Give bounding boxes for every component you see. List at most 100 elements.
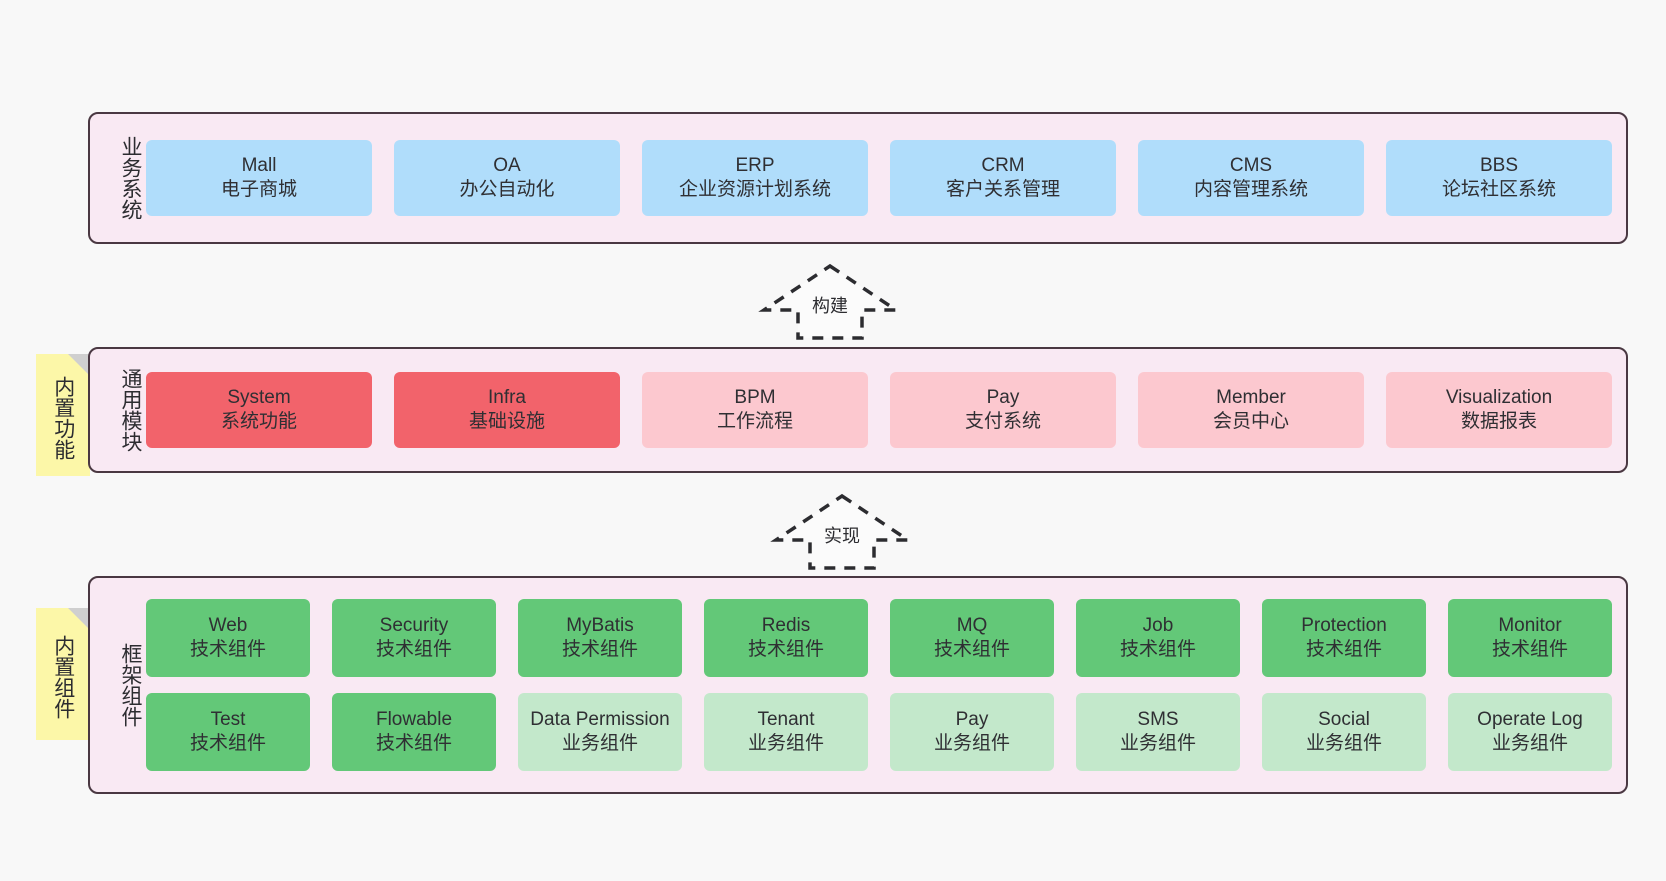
card-subtitle: 技术组件 [561,639,638,660]
card-subtitle: 会员中心 [1212,411,1289,432]
card-row: System 系统功能 Infra 基础设施 BPM 工作流程 Pay 支付系统… [146,372,1612,448]
card-title: Protection [1301,614,1387,636]
layer-title-business-systems: 业务系统 [119,136,142,220]
card-pay-business[interactable]: Pay 业务组件 [890,693,1054,771]
sticky-note-label: 内置功能 [51,376,75,460]
card-title: MQ [956,614,988,636]
card-subtitle: 系统功能 [220,411,297,432]
card-title: Infra [487,386,527,408]
card-tenant[interactable]: Tenant 业务组件 [704,693,868,771]
card-title: Visualization [1445,386,1553,408]
card-subtitle: 技术组件 [189,733,266,754]
card-web[interactable]: Web 技术组件 [146,599,310,677]
card-oa[interactable]: OA 办公自动化 [394,140,620,216]
card-grid-business-systems: Mall 电子商城 OA 办公自动化 ERP 企业资源计划系统 CRM 客户关系… [142,114,1626,242]
card-sms[interactable]: SMS 业务组件 [1076,693,1240,771]
card-visualization[interactable]: Visualization 数据报表 [1386,372,1612,448]
card-social[interactable]: Social 业务组件 [1262,693,1426,771]
card-title: BBS [1479,154,1519,176]
card-title: Mall [241,154,277,176]
card-mall[interactable]: Mall 电子商城 [146,140,372,216]
card-subtitle: 数据报表 [1460,411,1537,432]
card-redis[interactable]: Redis 技术组件 [704,599,868,677]
card-title: SMS [1137,708,1179,730]
folded-corner-icon [68,354,90,376]
card-title: Tenant [757,708,815,730]
card-title: ERP [735,154,775,176]
connector-label-implement: 实现 [824,526,860,546]
layer-title-framework-components: 框架组件 [119,643,142,727]
hollow-arrow-up-icon [758,263,902,340]
card-subtitle: 技术组件 [189,639,266,660]
card-member[interactable]: Member 会员中心 [1138,372,1364,448]
card-subtitle: 业务组件 [1305,733,1382,754]
card-title: Data Permission [530,708,670,730]
connector-arrow-build: 构建 [758,262,902,340]
card-subtitle: 支付系统 [964,411,1041,432]
sticky-note-label: 内置组件 [51,635,75,719]
card-title: Redis [761,614,811,636]
card-title: Operate Log [1477,708,1583,730]
card-mybatis[interactable]: MyBatis 技术组件 [518,599,682,677]
card-title: Test [210,708,246,730]
layer-common-modules: 通用模块 System 系统功能 Infra 基础设施 BPM 工作流程 Pay… [88,347,1628,473]
layer-framework-components: 框架组件 Web 技术组件 Security 技术组件 MyBatis 技术组件… [88,576,1628,794]
card-subtitle: 技术组件 [1119,639,1196,660]
card-erp[interactable]: ERP 企业资源计划系统 [642,140,868,216]
folded-corner-icon [68,608,90,630]
card-subtitle: 技术组件 [375,733,452,754]
layer-business-systems: 业务系统 Mall 电子商城 OA 办公自动化 ERP 企业资源计划系统 CRM… [88,112,1628,244]
card-grid-framework-components: Web 技术组件 Security 技术组件 MyBatis 技术组件 Redi… [142,578,1626,792]
card-protection[interactable]: Protection 技术组件 [1262,599,1426,677]
card-test[interactable]: Test 技术组件 [146,693,310,771]
card-subtitle: 基础设施 [468,411,545,432]
card-title: MyBatis [566,614,634,636]
card-title: System [227,386,291,408]
card-data-permission[interactable]: Data Permission 业务组件 [518,693,682,771]
card-bbs[interactable]: BBS 论坛社区系统 [1386,140,1612,216]
card-row: Test 技术组件 Flowable 技术组件 Data Permission … [146,693,1612,771]
card-subtitle: 业务组件 [747,733,824,754]
card-subtitle: 工作流程 [716,411,793,432]
card-flowable[interactable]: Flowable 技术组件 [332,693,496,771]
card-cms[interactable]: CMS 内容管理系统 [1138,140,1364,216]
card-title: Pay [955,708,989,730]
card-title: Monitor [1498,614,1562,636]
card-subtitle: 技术组件 [747,639,824,660]
card-pay[interactable]: Pay 支付系统 [890,372,1116,448]
card-subtitle: 技术组件 [375,639,452,660]
card-subtitle: 技术组件 [1305,639,1382,660]
card-subtitle: 业务组件 [1491,733,1568,754]
connector-arrow-implement: 实现 [770,492,914,570]
card-security[interactable]: Security 技术组件 [332,599,496,677]
card-grid-common-modules: System 系统功能 Infra 基础设施 BPM 工作流程 Pay 支付系统… [142,349,1626,471]
card-title: Flowable [375,708,453,730]
card-subtitle: 技术组件 [933,639,1010,660]
card-subtitle: 业务组件 [1119,733,1196,754]
card-title: Member [1216,386,1286,408]
card-title: Social [1318,708,1370,730]
card-title: Job [1142,614,1174,636]
card-crm[interactable]: CRM 客户关系管理 [890,140,1116,216]
card-job[interactable]: Job 技术组件 [1076,599,1240,677]
card-infra[interactable]: Infra 基础设施 [394,372,620,448]
card-operate-log[interactable]: Operate Log 业务组件 [1448,693,1612,771]
card-title: CMS [1229,154,1273,176]
card-subtitle: 业务组件 [561,733,638,754]
card-title: Web [208,614,248,636]
card-mq[interactable]: MQ 技术组件 [890,599,1054,677]
card-subtitle: 办公自动化 [459,179,555,200]
card-system[interactable]: System 系统功能 [146,372,372,448]
card-title: OA [493,154,521,176]
card-bpm[interactable]: BPM 工作流程 [642,372,868,448]
card-row: Mall 电子商城 OA 办公自动化 ERP 企业资源计划系统 CRM 客户关系… [146,140,1612,216]
card-monitor[interactable]: Monitor 技术组件 [1448,599,1612,677]
card-subtitle: 客户关系管理 [945,179,1060,200]
sticky-note-builtin-features: 内置功能 [36,354,90,476]
card-title: CRM [981,154,1025,176]
card-subtitle: 内容管理系统 [1193,179,1308,200]
card-subtitle: 企业资源计划系统 [678,179,831,200]
card-subtitle: 论坛社区系统 [1441,179,1556,200]
layer-title-common-modules: 通用模块 [119,368,142,452]
